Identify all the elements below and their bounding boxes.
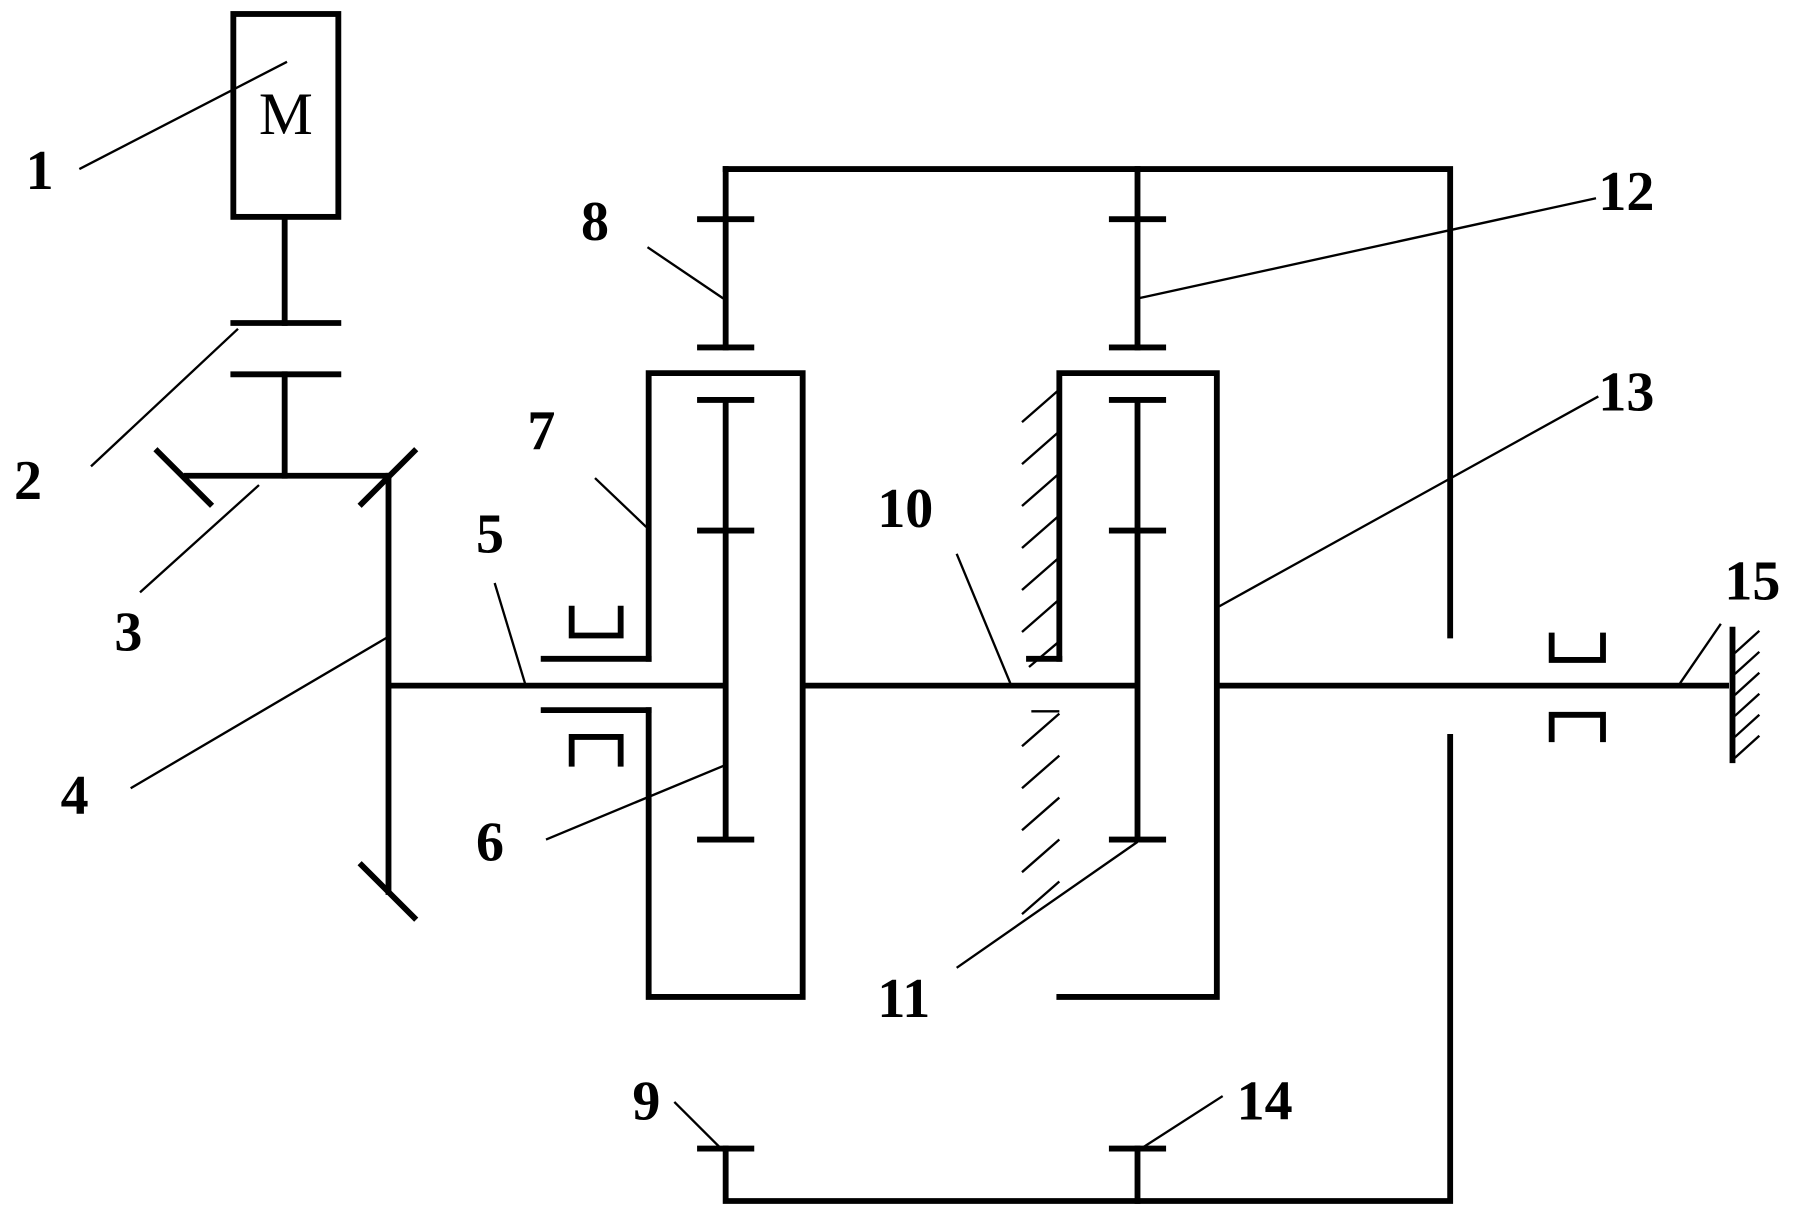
motor: M bbox=[233, 14, 338, 217]
label-13: 13 bbox=[1598, 361, 1654, 423]
left-ring-gear-top bbox=[700, 169, 751, 347]
label-4: 4 bbox=[61, 765, 89, 827]
label-12: 12 bbox=[1598, 161, 1654, 223]
label-5: 5 bbox=[476, 504, 504, 566]
motor-text: M bbox=[259, 81, 313, 148]
label-6: 6 bbox=[476, 812, 504, 874]
label-15: 15 bbox=[1724, 550, 1780, 612]
right-planet-gears bbox=[1112, 400, 1163, 840]
fixed-ground-hatching bbox=[1022, 389, 1059, 914]
label-7: 7 bbox=[527, 400, 555, 462]
fixed-wall bbox=[1733, 630, 1760, 761]
label-14: 14 bbox=[1237, 1070, 1293, 1132]
label-9: 9 bbox=[632, 1070, 660, 1132]
right-ring-gear-top bbox=[1112, 169, 1163, 347]
label-10: 10 bbox=[877, 478, 933, 540]
label-2: 2 bbox=[14, 450, 42, 512]
label-1: 1 bbox=[26, 140, 54, 202]
part-labels: 1 2 3 4 5 6 7 8 9 10 11 12 13 14 15 bbox=[14, 140, 1780, 1132]
label-3: 3 bbox=[114, 602, 142, 664]
label-8: 8 bbox=[581, 191, 609, 253]
bevel-gear-pair bbox=[158, 451, 415, 917]
coupling bbox=[233, 217, 338, 476]
label-11: 11 bbox=[877, 968, 930, 1030]
